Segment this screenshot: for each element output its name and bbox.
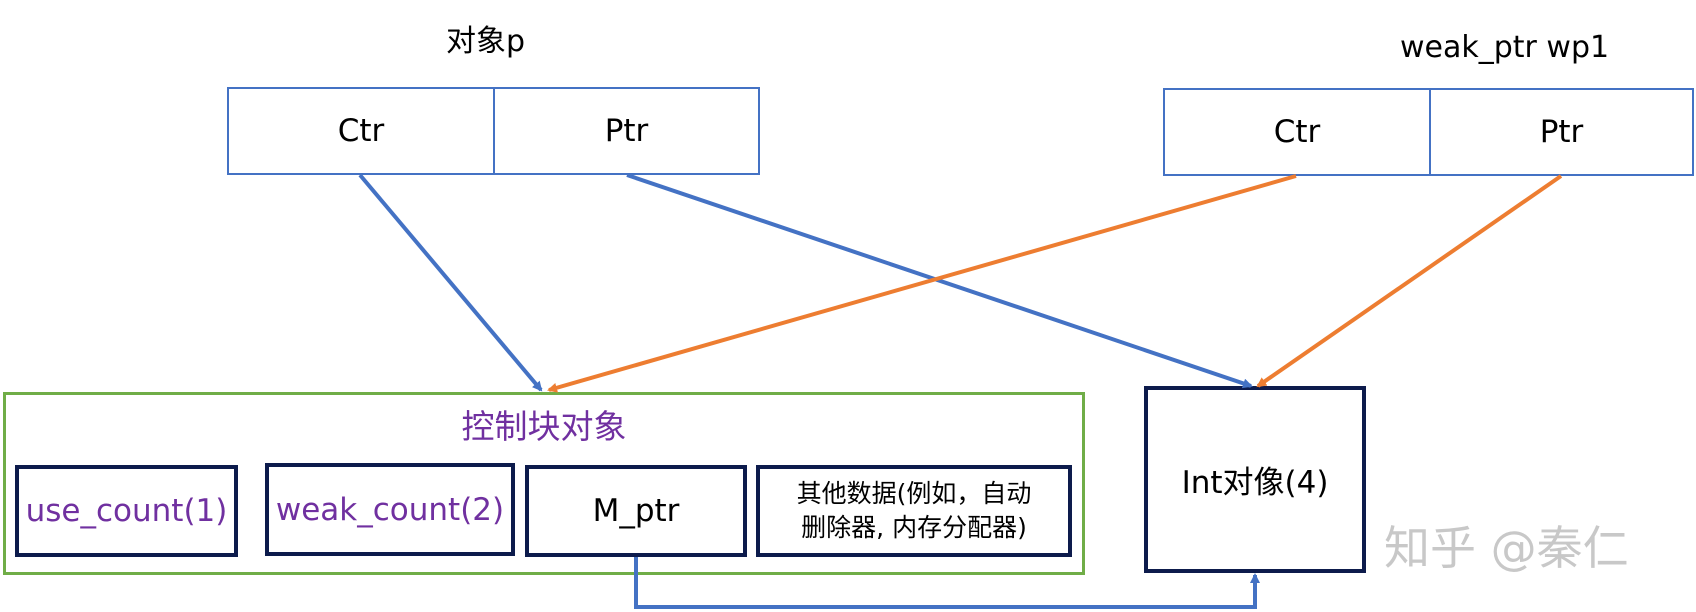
object-p-ptr-label: Ptr [604, 113, 649, 149]
arrow-wp-ctr-to-control-block [547, 174, 1297, 393]
object-p-title: 对象p [446, 24, 526, 59]
other-data-line1: 其他数据(例如，自动 [796, 479, 1032, 509]
m-ptr-label: M_ptr [592, 493, 680, 529]
arrow-m-ptr-to-int-object [634, 557, 1260, 609]
m-ptr-cell: M_ptr [525, 465, 747, 557]
use-count-label: use_count(1) [25, 493, 228, 529]
use-count-cell: use_count(1) [15, 465, 238, 557]
weak-ptr-ctr-label: Ctr [1273, 114, 1321, 150]
control-block-title: 控制块对象 [461, 407, 627, 446]
int-object-box: Int对像(4) [1144, 386, 1366, 573]
arrow-p-ptr-to-int-object [626, 173, 1253, 389]
object-p-ctr-label: Ctr [337, 113, 385, 149]
weak-ptr-ctr-cell: Ctr [1163, 88, 1431, 176]
arrow-p-ctr-to-control-block [358, 173, 543, 392]
control-block-container [3, 392, 1085, 575]
other-data-line2: 删除器, 内存分配器) [801, 513, 1027, 542]
arrow-wp-ptr-to-int-object [1256, 174, 1563, 388]
weak-ptr-ptr-label: Ptr [1539, 114, 1584, 150]
weak-ptr-title: weak_ptr wp1 [1400, 30, 1610, 65]
weak-ptr-ptr-cell: Ptr [1429, 88, 1694, 176]
object-p-ptr-cell: Ptr [493, 87, 760, 175]
other-data-cell: 其他数据(例如，自动 删除器, 内存分配器) [756, 465, 1072, 557]
watermark-text: 知乎 @秦仁 [1384, 521, 1629, 575]
int-object-label: Int对像(4) [1181, 465, 1329, 501]
weak-count-label: weak_count(2) [275, 491, 505, 528]
object-p-ctr-cell: Ctr [227, 87, 495, 175]
weak-count-cell: weak_count(2) [265, 463, 515, 556]
